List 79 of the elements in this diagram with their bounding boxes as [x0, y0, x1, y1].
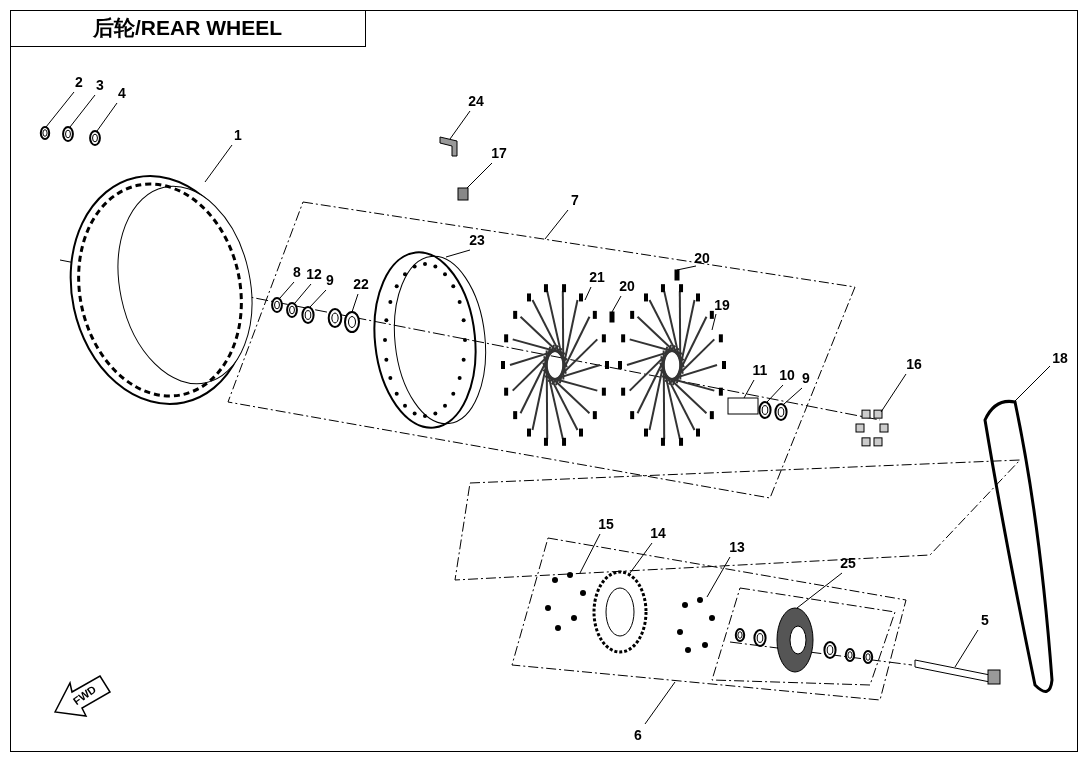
valve-drawing	[439, 136, 458, 157]
callout-number: 1	[234, 127, 242, 143]
callout-number: 10	[779, 367, 795, 383]
callout-number: 7	[571, 192, 579, 208]
leader-line	[96, 102, 118, 132]
leader-line	[644, 681, 676, 725]
callout-number: 11	[752, 362, 768, 378]
spoke-nipple	[674, 269, 680, 281]
sprocket-drawing	[592, 570, 648, 654]
leader-line	[706, 556, 731, 598]
leader-line	[629, 542, 653, 574]
leader-line	[544, 209, 569, 240]
callout-number: 3	[96, 77, 104, 93]
tire-drawing	[69, 175, 253, 405]
leader-line	[711, 313, 717, 331]
leader-line	[445, 249, 471, 258]
leader-line	[954, 629, 979, 668]
callout-number: 9	[802, 370, 810, 386]
leader-line	[351, 293, 359, 313]
callout-number: 14	[650, 525, 666, 541]
seal-drawing	[758, 401, 772, 419]
axle	[914, 659, 1001, 685]
leader-line	[611, 295, 622, 313]
callout-number: 23	[469, 232, 485, 248]
callout-number: 24	[468, 93, 484, 109]
callout-number: 12	[306, 266, 322, 282]
callout-number: 15	[598, 516, 614, 532]
callout-number: 9	[326, 272, 334, 288]
callout-number: 2	[75, 74, 83, 90]
leader-line	[45, 91, 75, 128]
leader-line	[796, 572, 843, 609]
callout-number: 17	[491, 145, 507, 161]
leader-line	[449, 110, 471, 140]
callout-number: 18	[1052, 350, 1068, 366]
callout-number: 6	[634, 727, 642, 743]
nuts-drawing	[545, 572, 586, 631]
bearing-drawing	[774, 403, 788, 421]
hub-drawing	[776, 607, 814, 673]
spacer	[727, 397, 759, 415]
callout-number: 8	[293, 264, 301, 280]
nut-drawing	[39, 126, 51, 140]
leader-line	[743, 379, 755, 399]
bolts-drawing	[677, 597, 715, 653]
washer-drawing	[62, 126, 74, 142]
callout-number: 13	[729, 539, 745, 555]
leader-line	[466, 162, 493, 189]
callout-number: 20	[694, 250, 710, 266]
circlip-drawing	[286, 302, 298, 318]
leader-line	[783, 387, 803, 405]
callout-number: 16	[906, 356, 922, 372]
leader-line	[204, 144, 233, 183]
leader-line	[1013, 365, 1051, 403]
leader-line	[676, 265, 697, 271]
leader-line	[309, 289, 327, 308]
callout-number: 21	[589, 269, 605, 285]
leader-line	[880, 373, 907, 413]
callout-number: 22	[353, 276, 369, 292]
leader-line	[294, 283, 312, 304]
valve-cap	[457, 187, 469, 201]
collar-drawing	[89, 130, 101, 146]
leader-line	[766, 384, 784, 403]
drive-belt-drawing	[983, 399, 1054, 693]
leader-line	[69, 94, 96, 128]
callout-number: 20	[619, 278, 635, 294]
leader-line	[584, 286, 592, 301]
rim-drawing	[373, 251, 486, 429]
spoke-nipple	[609, 311, 615, 323]
callout-number: 19	[714, 297, 730, 313]
leader-line	[279, 281, 295, 299]
callout-number: 4	[118, 85, 126, 101]
callout-number: 5	[981, 612, 989, 628]
sprocket-carrier-drawing	[344, 311, 360, 333]
bearing-drawing	[301, 306, 315, 324]
damper-drawing	[855, 409, 889, 447]
leader-line	[579, 533, 601, 574]
spokes-drawing	[501, 284, 609, 446]
title: 后轮/REAR WHEEL	[10, 10, 366, 47]
callout-number: 25	[840, 555, 856, 571]
seal-drawing	[271, 297, 283, 313]
